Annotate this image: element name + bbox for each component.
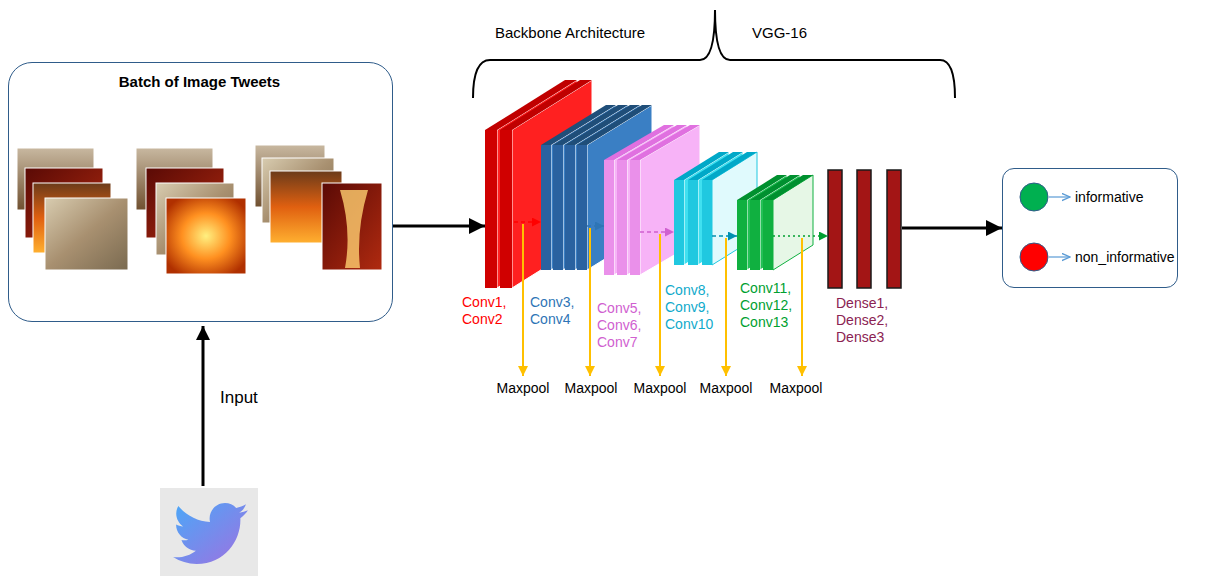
- slab-front: [750, 200, 760, 270]
- section-title: Backbone Architecture: [495, 24, 645, 42]
- conv-block: Conv11, Conv12, Conv13: [737, 200, 773, 270]
- tweet-image: [45, 198, 128, 270]
- maxpool-arrow: [801, 238, 803, 376]
- class-dot: [1020, 183, 1048, 211]
- layer-label: Conv3, Conv4: [530, 294, 590, 328]
- layer-label: Dense1, Dense2, Dense3: [836, 295, 898, 345]
- slab-front: [630, 160, 640, 275]
- maxpool-arrow: [725, 238, 727, 376]
- slab-front: [553, 145, 563, 270]
- maxpool-arrow: [659, 234, 661, 376]
- dense-block: Dense1, Dense2, Dense3: [828, 170, 902, 288]
- input-label: Input: [220, 388, 258, 408]
- flow-arrow: [393, 225, 485, 228]
- slab-front: [577, 145, 587, 270]
- flow-arrow: [640, 231, 674, 233]
- pool-label: Maxpool: [770, 380, 823, 397]
- slab-front: [541, 145, 551, 270]
- fire-column: [340, 190, 368, 268]
- slab-front: [702, 180, 712, 265]
- slab-top: [763, 175, 813, 200]
- slab-top: [630, 125, 700, 160]
- slab-front: [737, 200, 747, 270]
- twitter-bird: [173, 503, 248, 564]
- flow-arrow: [514, 221, 541, 223]
- pool-label: Maxpool: [700, 380, 753, 397]
- flow-arrow: [902, 227, 1002, 230]
- image-stack: [136, 148, 246, 274]
- input-arrow: [202, 326, 205, 486]
- layer-label: Conv1, Conv2: [462, 294, 522, 328]
- slab-top: [702, 152, 757, 180]
- layer-label: Conv5, Conv6, Conv7: [597, 300, 657, 350]
- flow-arrow: [587, 225, 604, 227]
- curly-brace: [473, 10, 955, 98]
- conv-block: Conv8, Conv9, Conv10: [674, 180, 712, 265]
- slab-front: [485, 130, 497, 288]
- flow-arrow: [712, 235, 737, 237]
- layer-label: informative: [1075, 189, 1143, 206]
- layer-label: Conv8, Conv9, Conv10: [665, 282, 725, 332]
- maxpool-arrow: [589, 228, 591, 376]
- twitter-icon-ground: [160, 488, 258, 576]
- conv-block: Conv1, Conv2: [485, 130, 514, 288]
- maxpool-arrows: [523, 224, 802, 376]
- slab-front: [565, 145, 575, 270]
- tweet-image: [322, 183, 382, 270]
- output-box: informative non_informative: [1002, 168, 1178, 288]
- input-batch-box: Batch of Image Tweets: [8, 62, 393, 322]
- slab-front: [688, 180, 698, 265]
- slab-front: [604, 160, 614, 275]
- image-stack: [17, 148, 128, 270]
- pool-label: Maxpool: [634, 380, 687, 397]
- class-dot: [1020, 243, 1048, 271]
- slab-front: [500, 130, 512, 288]
- image-stack: [255, 145, 382, 270]
- dense-bar: [828, 170, 842, 288]
- slab-front: [763, 200, 773, 270]
- layer-label: non_informative: [1075, 249, 1175, 266]
- conv-block: Conv5, Conv6, Conv7: [604, 160, 640, 275]
- layer-label: Conv11, Conv12, Conv13: [740, 280, 800, 330]
- slab-face: [773, 175, 813, 270]
- pool-label: Maxpool: [565, 380, 618, 397]
- dense-bar: [857, 170, 871, 288]
- class-pointer: [1049, 256, 1070, 257]
- class-pointer: [1049, 196, 1070, 197]
- section-title: VGG-16: [752, 24, 807, 42]
- pool-label: Maxpool: [497, 380, 550, 397]
- dense-bar: [887, 170, 901, 288]
- conv-block: Conv3, Conv4: [541, 145, 587, 270]
- flow-arrow: [773, 235, 828, 237]
- tweet-image: [166, 198, 246, 274]
- dense-layers: [828, 170, 901, 288]
- maxpool-arrow: [522, 224, 524, 376]
- slab-face: [640, 125, 700, 275]
- slab-front: [617, 160, 627, 275]
- slab-front: [674, 180, 684, 265]
- box-heading: Batch of Image Tweets: [9, 73, 390, 91]
